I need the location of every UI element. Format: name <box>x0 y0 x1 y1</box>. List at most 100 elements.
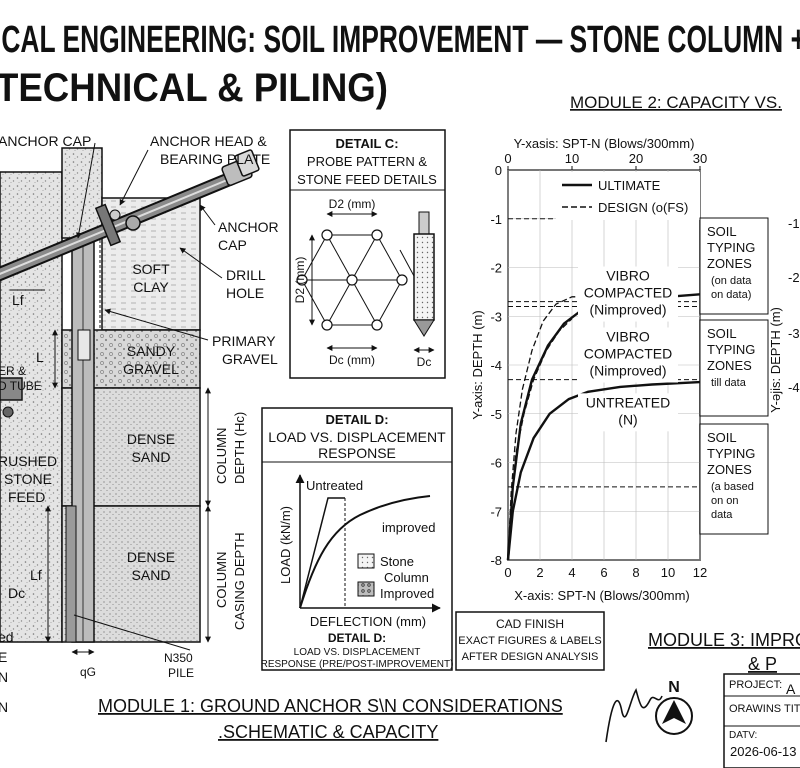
x-tick-label-3: 6 <box>600 565 607 580</box>
layer-name-2-b: SAND <box>132 449 171 465</box>
label-qg: qG <box>80 665 96 679</box>
title-line-1: ICAL ENGINEERING: SOIL IMPROVEMENT — STO… <box>0 19 800 61</box>
zone-1-l4: (on data <box>711 275 752 287</box>
detail-c-title-3: STONE FEED DETAILS <box>297 172 437 187</box>
label-left-tube-2: D TUBE <box>0 379 42 393</box>
tb-date-value: 2026-06-13 <box>730 744 797 759</box>
label-anchor-cap-2: CAP <box>218 237 247 253</box>
improved-curve <box>299 495 431 609</box>
sheet-title: ICAL ENGINEERING: SOIL IMPROVEMENT — STO… <box>0 19 800 110</box>
annotation-0-line-2: (Nimproved) <box>589 302 666 318</box>
x-tick-label-2: 4 <box>568 565 575 580</box>
layer-name-3-a: DENSE <box>127 549 175 565</box>
detail-d-xlabel: DEFLECTION (mm) <box>310 614 426 629</box>
legend-improved-swatch <box>357 581 375 597</box>
detail-d-sub-2: LOAD VS. DISPLACEMENT <box>294 647 421 658</box>
annotation-bg-1 <box>578 327 678 383</box>
top-tick-label-2: 20 <box>629 151 643 166</box>
anchor-cap-block <box>61 147 103 239</box>
layer-name-0-b: CLAY <box>133 279 169 295</box>
layer-name-0-a: SOFT <box>132 261 170 277</box>
legend-2: Column <box>384 570 429 585</box>
zone-1-l2: TYPING <box>707 240 755 255</box>
y-tick-label-0: 0 <box>495 163 502 178</box>
label-primary-1: PRIMARY <box>212 333 276 349</box>
label-col-depth-1: COLUMN <box>214 428 229 484</box>
top-tick-label-1: 10 <box>565 151 579 166</box>
dimension-lines <box>10 289 211 655</box>
right-partial-ylabel: Y-əjis: DEPTH (m) <box>768 307 783 413</box>
probe-pattern <box>301 211 403 351</box>
title-block: PROJECT: A ORAWINS TITLE DATV: 2026-06-1… <box>723 673 800 768</box>
zone-box-3 <box>699 423 769 535</box>
annotation-2-line-0: UNTREATED <box>586 394 671 410</box>
tb-drawing-label: ORAWINS TITLE <box>729 703 800 715</box>
label-lf-1: Lf <box>12 292 24 308</box>
probe-points <box>296 229 408 331</box>
annotation-1-line-2: (Nimproved) <box>589 363 666 379</box>
layer-name-2-a: DENSE <box>127 431 175 447</box>
label-drill-2: HOLE <box>226 285 264 301</box>
detail-d-axes <box>295 474 441 613</box>
chart-ylabel: Y-axis: DEPTH (m) <box>470 310 485 419</box>
detail-d-sub-3: RESPONSE (PRE/POST-IMPROVEMENT) <box>261 659 454 670</box>
cad-note-3: AFTER DESIGN ANALYSIS <box>462 651 599 663</box>
label-l: L <box>36 349 44 365</box>
label-anchor-cap-1: ANCHOR <box>218 219 279 235</box>
label-dc: Dc <box>8 585 25 601</box>
label-crushed-1: RUSHED <box>0 453 57 469</box>
north-label: N <box>668 679 680 696</box>
module-1-schematic: ANCHOR CAP ANCHOR HEAD & BEARING PLATE A… <box>0 133 563 742</box>
tb-date-label: DATV: <box>729 730 757 741</box>
detail-c-d2-top: D2 (mm) <box>329 197 376 211</box>
top-tick-label-3: 30 <box>693 151 707 166</box>
annotation-bg-2 <box>578 393 678 432</box>
detail-d-improved: improved <box>382 520 435 535</box>
zone-3-l1: SOIL <box>707 430 737 445</box>
bearing-plate <box>94 203 122 247</box>
legend-3: Improved <box>380 586 434 601</box>
zone-box-1 <box>699 217 769 315</box>
detail-c-dc-right: Dc <box>417 355 432 369</box>
label-anchor-head-2: BEARING PLATE <box>160 151 270 167</box>
untreated-curve <box>299 497 345 609</box>
label-lf-2: Lf <box>30 567 42 583</box>
right-tick-1: -2 <box>788 270 800 285</box>
legend-design-label: DESIGN (o(FS) <box>598 200 688 215</box>
detail-c-d2-side: D2 (mm) <box>293 257 307 304</box>
pile <box>65 505 77 643</box>
y-tick-label-6: -6 <box>490 456 502 471</box>
label-drill-1: DRILL <box>226 267 266 283</box>
signature-mark <box>605 688 663 743</box>
detail-d-title-2: LOAD VS. DISPLACEMENT <box>268 429 446 445</box>
right-tick-3: -4 <box>788 380 800 395</box>
detail-d-title-1: DETAIL D: <box>325 412 388 427</box>
zone-3-l2: TYPING <box>707 446 755 461</box>
layer-name-1-a: SANDY <box>127 343 176 359</box>
label-left-frag-4: N <box>0 699 8 715</box>
label-casing-1: COLUMN <box>214 552 229 608</box>
y-tick-label-7: -7 <box>490 504 502 519</box>
top-tick-label-0: 0 <box>504 151 511 166</box>
column-plug <box>77 329 91 361</box>
zone-2-l1: SOIL <box>707 326 737 341</box>
label-n350-1: N350 <box>164 651 193 665</box>
y-tick-label-2: -2 <box>490 261 502 276</box>
detail-d-box: DETAIL D: LOAD VS. DISPLACEMENT RESPONSE… <box>261 407 454 671</box>
label-left-frag-3: N <box>0 669 8 685</box>
label-crushed-2: STONE <box>4 471 52 487</box>
annotation-0-line-0: VIBRO <box>606 268 650 284</box>
zone-2-l3: ZONES <box>707 358 752 373</box>
cad-note-1: CAD FINISH <box>496 617 564 631</box>
detail-c-box: DETAIL C: PROBE PATTERN & STONE FEED DET… <box>289 129 446 379</box>
legend-ultimate-label: ULTIMATE <box>598 178 661 193</box>
module-1-title-1: MODULE 1: GROUND ANCHOR S\N CONSIDERATIO… <box>98 696 563 716</box>
y-tick-label-1: -1 <box>490 212 502 227</box>
detail-c-title-2: PROBE PATTERN & <box>307 154 427 169</box>
leader-lines <box>73 142 223 651</box>
zone-2-l4: till data <box>711 377 747 389</box>
cad-note-box: CAD FINISH EXACT FIGURES & LABELS AFTER … <box>455 611 605 671</box>
series-line-2 <box>506 380 701 561</box>
